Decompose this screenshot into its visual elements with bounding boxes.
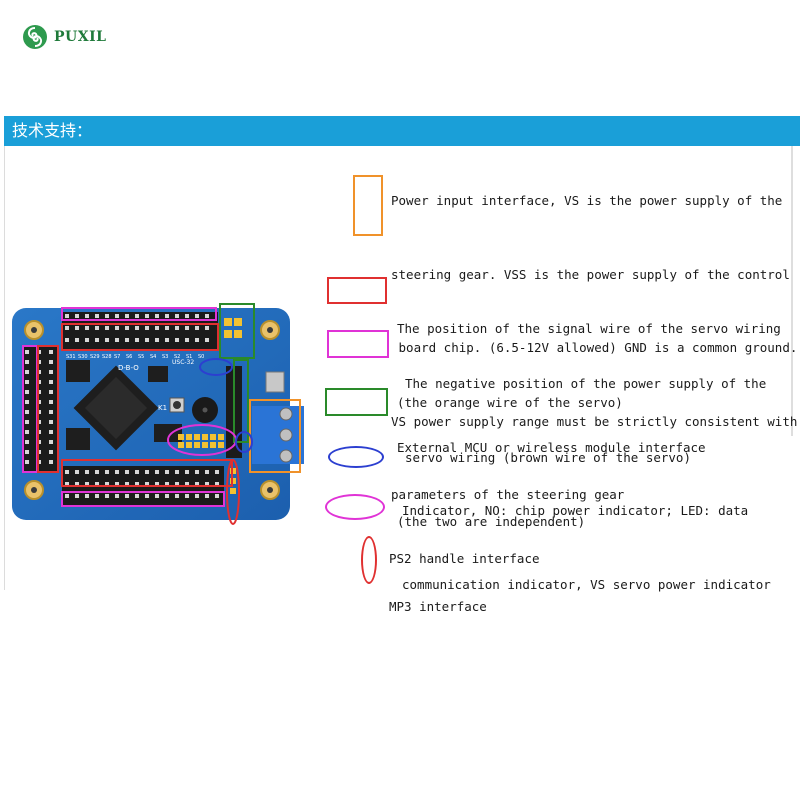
svg-text:S2: S2 — [174, 354, 180, 360]
legend-line: (the orange wire of the servo) — [397, 394, 623, 410]
divider — [791, 146, 793, 436]
legend-text-external-mcu: External MCU or wireless module interfac… — [397, 387, 706, 559]
legend-marker-orange-rectangle — [353, 175, 383, 236]
svg-text:S31: S31 — [66, 354, 76, 360]
usb-port — [265, 371, 285, 393]
legend-line: board chip. (6.5-12V allowed) GND is a c… — [391, 340, 798, 355]
legend-text-mp3: MP3 interface — [389, 546, 487, 644]
legend-text-indicator: Indicator, NO: chip power indicator; LED… — [402, 450, 771, 622]
top-jumpers — [224, 318, 242, 338]
svg-text:S7: S7 — [114, 354, 120, 360]
legend-line: communication indicator, VS servo power … — [402, 576, 771, 592]
legend-line: The negative position of the power suppl… — [405, 376, 767, 391]
legend-marker-magenta-rectangle — [327, 330, 389, 358]
power-terminal-block — [252, 406, 304, 464]
svg-text:S0: S0 — [198, 354, 204, 360]
legend-line: parameters of the steering gear — [391, 487, 625, 502]
legend-text-ps2: PS2 handle interface — [389, 498, 540, 596]
left-pin-header — [22, 346, 58, 472]
svg-text:S6: S6 — [126, 354, 132, 360]
page-title: 技术支持： — [12, 121, 93, 140]
legend-marker-blue-ellipse — [328, 446, 384, 468]
legend-line: External MCU or wireless module interfac… — [397, 440, 706, 455]
svg-text:S1: S1 — [186, 354, 192, 360]
ps2-pins — [178, 434, 224, 448]
legend-text-signal-wire: The position of the signal wire of the s… — [397, 268, 781, 440]
legend-text-power-input: Power input interface, VS is the power s… — [391, 140, 797, 532]
svg-text:S28: S28 — [102, 354, 112, 360]
legend-marker-red-ellipse — [361, 536, 377, 584]
puxil-logo-icon — [23, 25, 47, 49]
legend-line: The position of the signal wire of the s… — [397, 321, 781, 336]
legend-line: MP3 interface — [389, 599, 487, 614]
legend-line: Indicator, NO: chip power indicator; LED… — [402, 503, 749, 518]
board-annotations — [22, 303, 301, 525]
legend-line: (the two are independent) — [397, 513, 586, 529]
legend-line: PS2 handle interface — [389, 551, 540, 566]
legend-line: steering gear. VSS is the power supply o… — [391, 266, 790, 282]
small-ics — [66, 360, 182, 450]
legend-marker-magenta-ellipse — [325, 494, 385, 520]
svg-text:S29: S29 — [90, 354, 100, 360]
top-pin-header — [62, 312, 218, 350]
svg-text:S30: S30 — [78, 354, 88, 360]
svg-text:S5: S5 — [138, 354, 144, 360]
board-model: USC-32 — [172, 359, 194, 366]
legend-marker-red-rectangle — [327, 277, 387, 304]
chip-label: D-B-O — [118, 364, 139, 372]
brand-logo: PUXIL — [22, 24, 107, 50]
brand-name: PUXIL — [54, 29, 107, 45]
mcu-chip — [73, 365, 159, 451]
legend-line: Power input interface, VS is the power s… — [391, 193, 783, 208]
legend-line: VS power supply range must be strictly c… — [391, 413, 798, 429]
key-label: K1 — [158, 404, 167, 412]
header-bar — [4, 116, 800, 146]
legend-line: servo wiring (brown wire of the servo) — [405, 449, 691, 465]
legend-marker-green-rectangle — [325, 388, 388, 416]
svg-text:S3: S3 — [162, 354, 168, 360]
legend-text-negative-power: The negative position of the power suppl… — [405, 323, 766, 495]
svg-text:S4: S4 — [150, 354, 156, 360]
